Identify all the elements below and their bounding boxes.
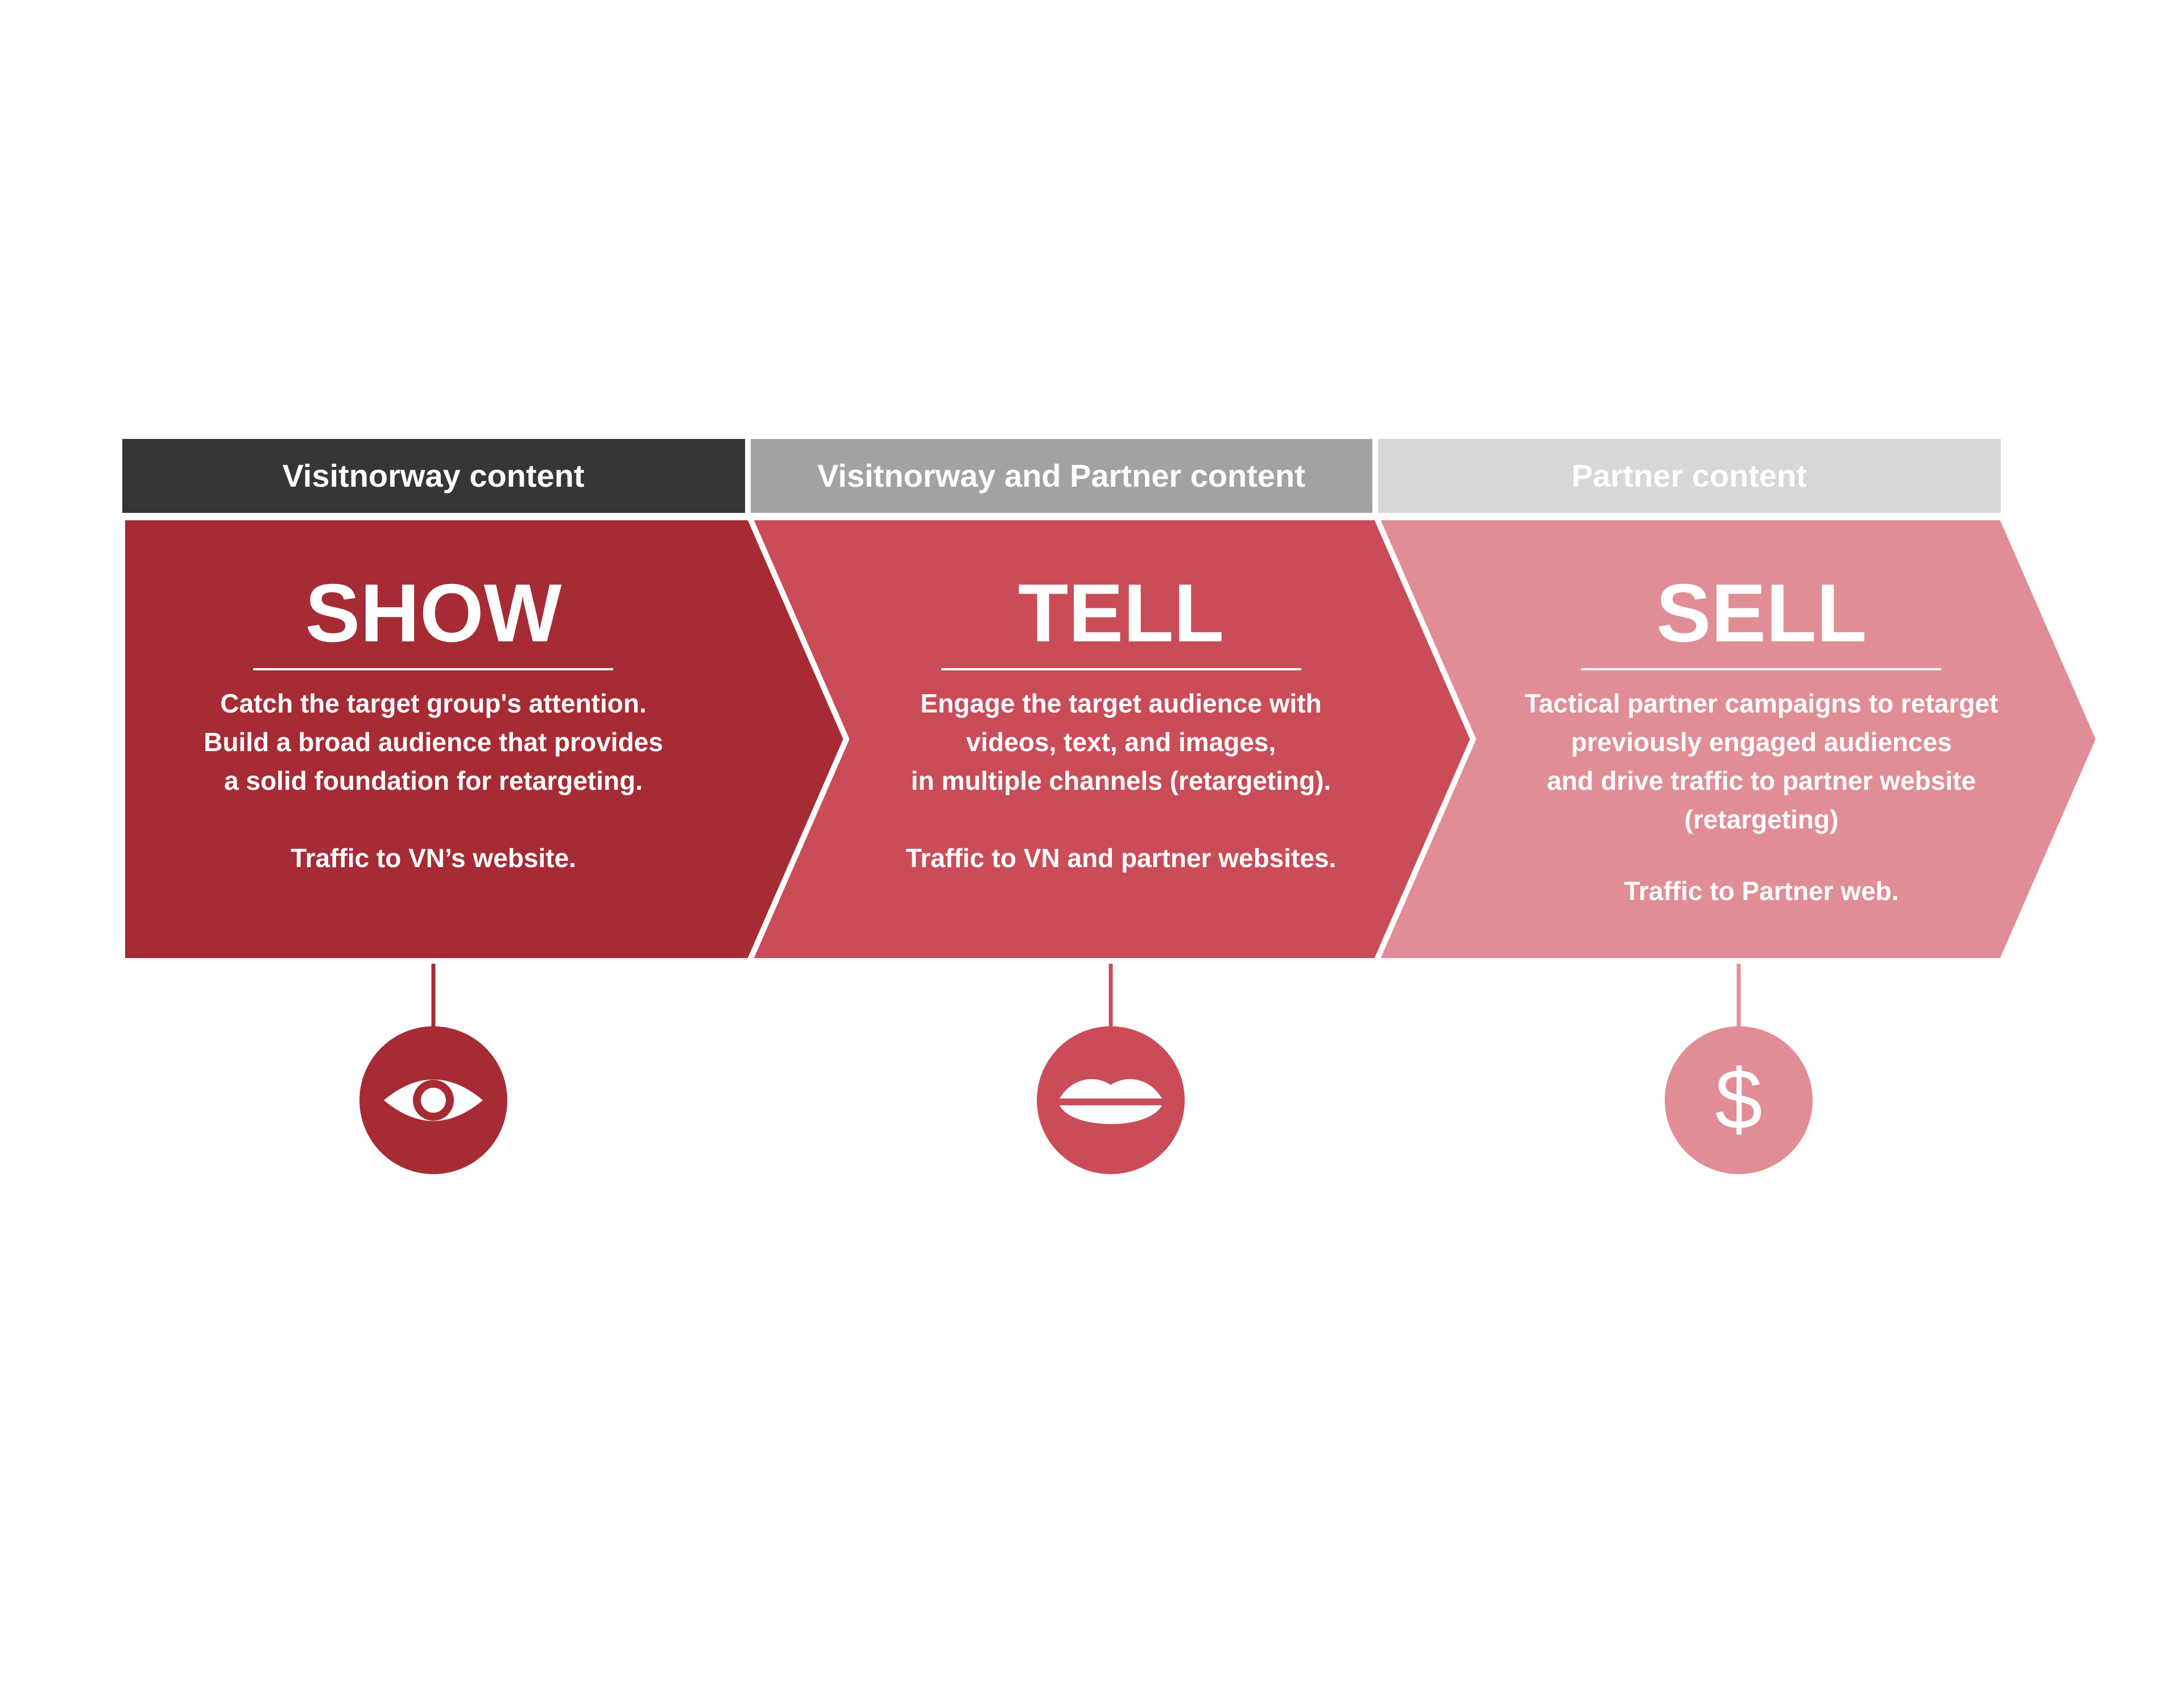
header-row: Visitnorway content Visitnorway and Part… (122, 439, 2001, 513)
lips-icon (1060, 1079, 1162, 1124)
stage-desc-line: (retargeting) (1685, 805, 1839, 834)
icon-sell-badge: $ (1665, 1026, 1813, 1174)
stage-sell: SELL Tactical partner campaigns to retar… (1525, 567, 1999, 906)
header-bar-partner (1378, 439, 2001, 513)
stage-desc-line: Traffic to VN’s website. (291, 843, 576, 873)
stage-desc-line: and drive traffic to partner website (1547, 766, 1976, 795)
stage-title-show: SHOW (305, 567, 561, 659)
stage-desc-line: Traffic to Partner web. (1624, 876, 1898, 906)
stage-show: SHOW Catch the target group's attention.… (204, 567, 663, 873)
stage-desc-line: Traffic to VN and partner websites. (906, 843, 1337, 873)
header-label-visitnorway: Visitnorway content (282, 458, 584, 494)
stage-desc-line: Tactical partner campaigns to retarget (1525, 689, 1999, 718)
stage-show-chevron (119, 515, 850, 964)
icon-circle-tell (1037, 1026, 1185, 1174)
header-bar-mixed (751, 439, 1372, 513)
header-label-mixed: Visitnorway and Partner content (817, 458, 1305, 494)
stage-desc-line: Engage the target audience with (920, 689, 1321, 718)
stage-desc-line: videos, text, and images, (966, 727, 1276, 757)
dollar-icon: $ (1715, 1051, 1762, 1147)
header-label-partner: Partner content (1571, 458, 1807, 494)
stage-desc-line: previously engaged audiences (1571, 727, 1952, 757)
stage-desc-line: Build a broad audience that provides (204, 727, 663, 757)
stage-title-sell: SELL (1656, 567, 1867, 659)
header-bar-visitnorway (122, 439, 745, 513)
stage-tell: TELL Engage the target audience with vid… (906, 567, 1337, 873)
icon-show-badge (359, 1026, 507, 1174)
icon-circle-sell (1665, 1026, 1813, 1174)
stage-desc-line: in multiple channels (retargeting). (911, 766, 1331, 795)
eye-icon (384, 1079, 483, 1121)
stage-desc-line: Catch the target group's attention. (220, 689, 647, 718)
icon-tell-badge (1037, 1026, 1185, 1174)
stage-desc-line: a solid foundation for retargeting. (224, 766, 643, 795)
stage-title-tell: TELL (1018, 567, 1224, 659)
